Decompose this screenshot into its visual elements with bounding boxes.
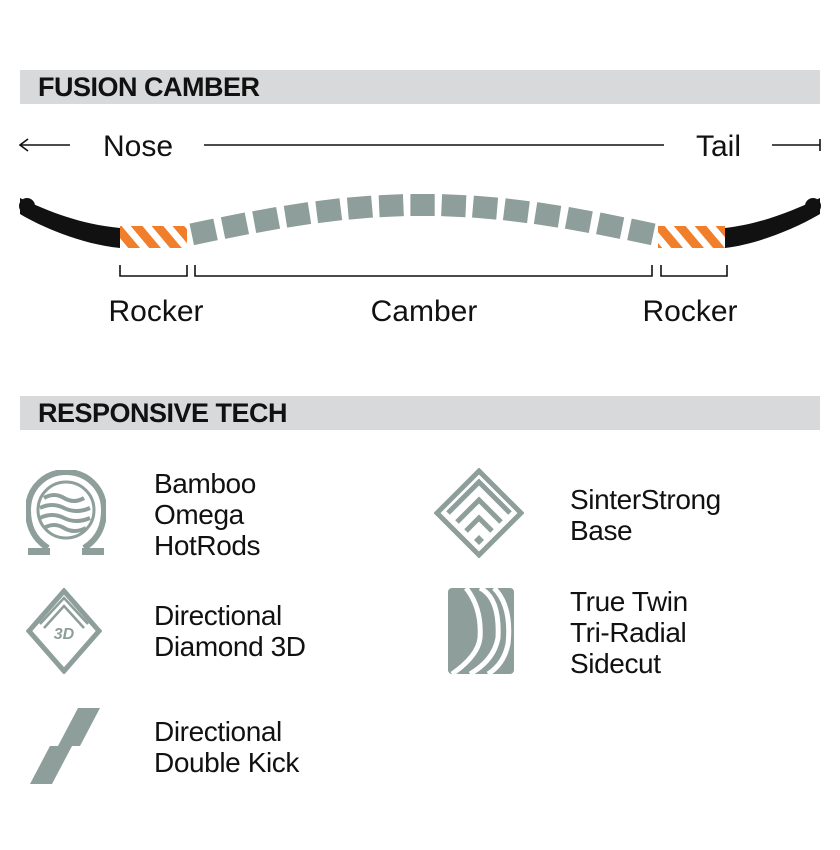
section-title: FUSION CAMBER: [38, 72, 260, 102]
tech-item-true-twin-tri-radial-sidecut: True Twin Tri-Radial Sidecut: [570, 586, 688, 679]
camber-segment: [220, 212, 250, 239]
camber-segment: [315, 198, 343, 224]
zone-brackets: [119, 265, 728, 277]
tail-arrow-icon: [772, 139, 821, 151]
nose-tip: [20, 198, 120, 248]
double-kick-icon: [30, 708, 100, 784]
bracket-camber: [194, 265, 653, 277]
camber-segment: [502, 198, 530, 224]
bracket-rocker-nose: [119, 265, 188, 277]
zone-label-camber: Camber: [371, 295, 478, 328]
tech-item-directional-diamond-3d: Directional Diamond 3D: [154, 600, 306, 662]
zone-label-rocker-nose: Rocker: [108, 295, 203, 328]
camber-segment: [252, 206, 281, 234]
rocker-zone-tail: [658, 226, 725, 248]
bamboo-omega-icon: [26, 470, 106, 555]
section-header-fusion-camber: FUSION CAMBER: [20, 70, 820, 104]
tail-tip: [725, 198, 820, 248]
camber-segment: [189, 218, 218, 246]
tech-item-bamboo-omega-hotrods: Bamboo Omega HotRods: [154, 468, 261, 561]
camber-segment: [346, 195, 373, 220]
camber-segment: [627, 218, 656, 246]
camber-segment: [283, 202, 312, 228]
bracket-rocker-tail: [660, 265, 728, 277]
rocker-zone-nose: [120, 226, 187, 248]
tech-item-directional-double-kick: Directional Double Kick: [154, 716, 300, 778]
section-header-responsive-tech: RESPONSIVE TECH: [20, 396, 820, 430]
camber-segment: [596, 212, 625, 239]
nose-label: Nose: [103, 130, 173, 163]
sinterstrong-base-icon: [434, 468, 524, 558]
zone-label-rocker-tail: Rocker: [642, 295, 737, 328]
camber-segments: [189, 194, 656, 246]
diamond-3d-badge: 3D: [54, 626, 75, 643]
camber-segment: [472, 195, 499, 220]
section-title: RESPONSIVE TECH: [38, 398, 288, 428]
camber-profile-diagram: Nose Tail Rocker Camber Rocker: [18, 130, 821, 328]
camber-segment: [441, 194, 467, 218]
nose-arrow-icon: [18, 138, 70, 152]
directional-diamond-3d-icon: 3D: [26, 588, 102, 674]
camber-segment: [533, 202, 562, 228]
camber-segment: [378, 194, 404, 218]
tail-label: Tail: [696, 130, 741, 163]
tech-item-sinterstrong-base: SinterStrong Base: [570, 484, 721, 546]
tri-radial-sidecut-icon: [448, 588, 514, 674]
camber-segment: [564, 206, 593, 234]
camber-segment: [410, 194, 435, 216]
